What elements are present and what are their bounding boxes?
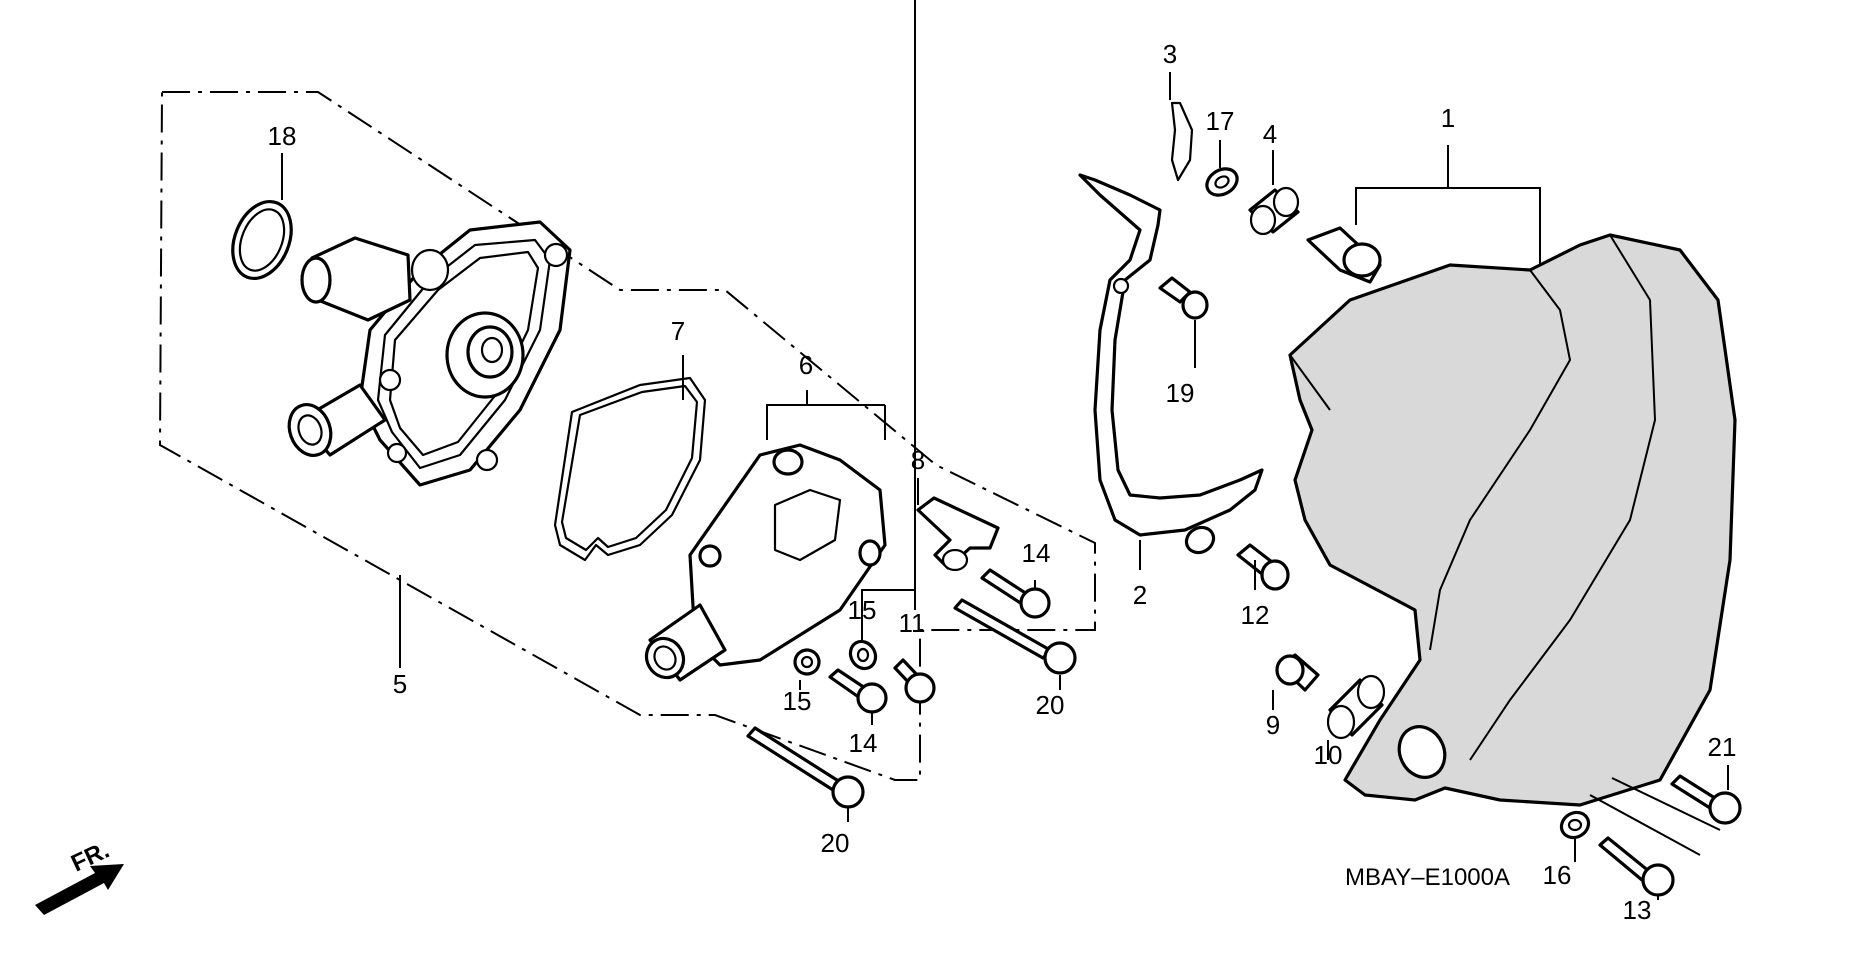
bolt-part-12	[1184, 525, 1290, 591]
ref-part-21: 21	[1708, 732, 1737, 762]
bolt-part-20-lower	[746, 726, 865, 809]
grommet-part-4	[1248, 186, 1300, 236]
ref-part-8: 8	[911, 445, 925, 475]
ref-part-5: 5	[393, 669, 407, 699]
grommet-part-10	[1326, 674, 1386, 740]
washer-part-16	[1559, 810, 1591, 840]
water-pump-part-5	[287, 220, 572, 487]
pump-cover-part-6	[644, 443, 887, 682]
bolt-part-21	[1670, 774, 1742, 825]
bolt-part-20-upper	[953, 598, 1077, 675]
ref-part-20-lower: 20	[821, 828, 850, 858]
ref-part-4: 4	[1263, 119, 1277, 149]
o-ring-part-18	[231, 199, 293, 281]
collar-part-1	[1306, 226, 1382, 284]
ref-part-19: 19	[1166, 378, 1195, 408]
bolt-part-14-lower	[828, 668, 888, 714]
cover-part-1	[1288, 233, 1737, 807]
leader-lines	[281, 0, 1729, 900]
bracket-part-8	[916, 496, 1000, 572]
ref-part-20-upper: 20	[1036, 690, 1065, 720]
ref-part-17: 17	[1206, 106, 1235, 136]
ref-part-7: 7	[671, 316, 685, 346]
ref-part-10: 10	[1314, 740, 1343, 770]
ref-part-2: 2	[1133, 580, 1147, 610]
ref-part-15-upper: 15	[848, 595, 877, 625]
ref-part-15-lower: 15	[783, 686, 812, 716]
ref-part-12: 12	[1241, 600, 1270, 630]
part-reference-labels: 1 2 3 4 5 6 7 8 9 10 11 12 13 14 14 15 1…	[268, 39, 1737, 925]
bolt-part-13	[1598, 836, 1675, 897]
ref-part-13: 13	[1623, 895, 1652, 925]
ref-part-18: 18	[268, 121, 297, 151]
ref-part-11: 11	[899, 608, 926, 638]
gasket-part-7-inner	[560, 384, 699, 552]
ref-part-14-lower: 14	[849, 728, 878, 758]
washer-part-17	[1205, 167, 1239, 197]
ref-part-9: 9	[1266, 710, 1280, 740]
clip-part-3	[1170, 101, 1194, 182]
diagram-code: MBAY–E1000A	[1345, 864, 1510, 891]
bolt-part-14-upper	[980, 568, 1051, 619]
bolt-part-11	[893, 658, 936, 704]
strap-hole	[1112, 277, 1130, 295]
front-arrow-icon	[35, 864, 124, 915]
strap-part-2	[1078, 173, 1264, 537]
washer-part-15-lower	[793, 648, 821, 676]
washer-part-15-upper	[848, 639, 878, 671]
ref-part-14-upper: 14	[1022, 538, 1051, 568]
ref-part-16: 16	[1543, 860, 1572, 890]
ref-part-6: 6	[799, 350, 813, 380]
bolt-part-19	[1158, 276, 1209, 320]
ref-part-1: 1	[1441, 103, 1455, 133]
assembly-5-outline	[158, 91, 1096, 781]
ref-part-3: 3	[1163, 39, 1177, 69]
collar-part-9	[1275, 653, 1320, 692]
